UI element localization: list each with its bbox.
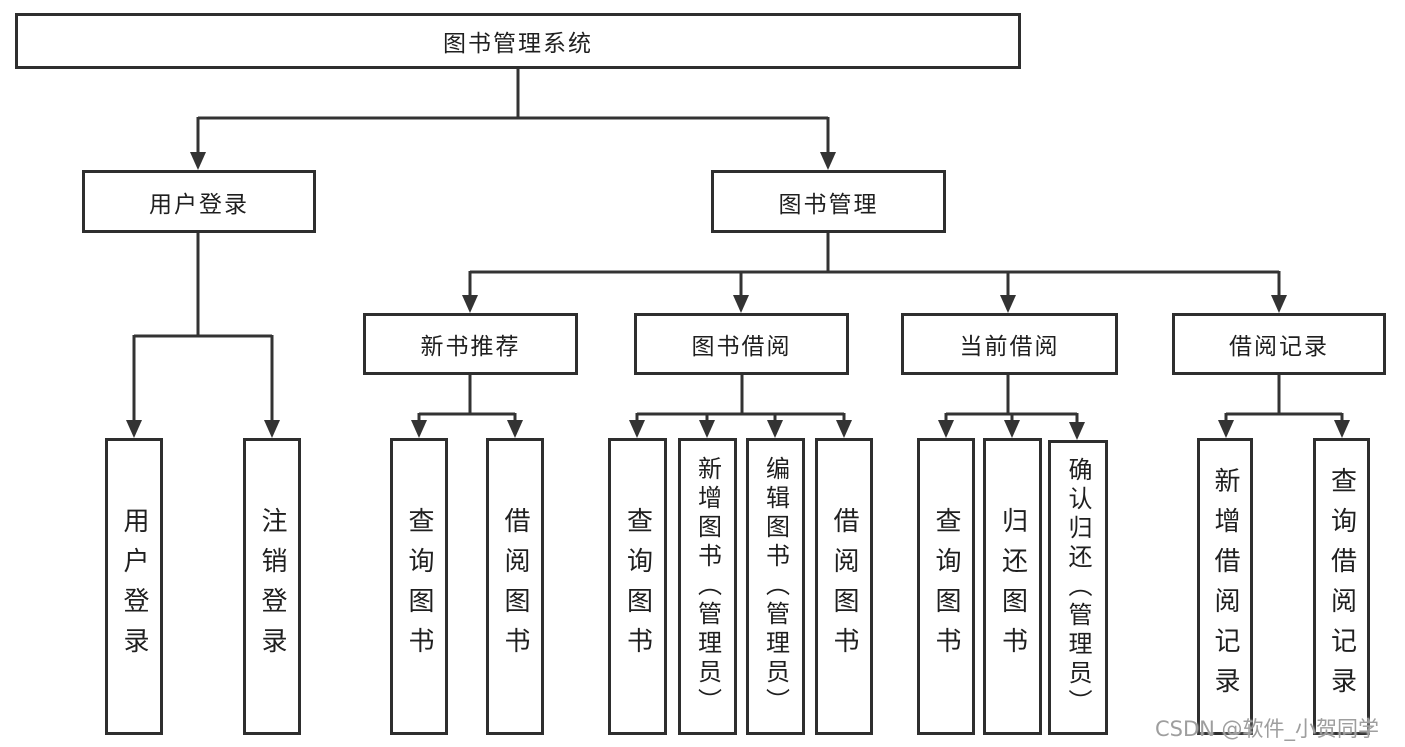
leaf-borrow-books-recommend: 借阅图书 xyxy=(486,438,544,735)
leaf-add-borrow-record: 新增借阅记录 xyxy=(1197,438,1253,735)
node-label: 查询图书 xyxy=(931,506,961,667)
leaf-query-books-current: 查询图书 xyxy=(917,438,975,735)
node-label: 新增借阅记录 xyxy=(1210,466,1240,707)
leaf-add-books-admin: 新增图书（管理员） xyxy=(678,438,737,735)
node-label: 图书管理系统 xyxy=(443,31,593,57)
node-label: 借阅图书 xyxy=(500,506,530,667)
node-label: 图书管理 xyxy=(778,191,879,218)
node-borrowing-records: 借阅记录 xyxy=(1172,313,1386,375)
leaf-edit-books-admin: 编辑图书（管理员） xyxy=(746,438,805,735)
leaf-borrow-books-borrowing: 借阅图书 xyxy=(815,438,873,735)
node-label: 新增图书（管理员） xyxy=(693,456,722,717)
leaf-logout: 注销登录 xyxy=(243,438,301,735)
csdn-watermark: CSDN @软件_小贺同学 xyxy=(1155,717,1380,741)
node-library-management-system: 图书管理系统 xyxy=(15,13,1021,69)
node-label: 新书推荐 xyxy=(420,334,521,360)
node-label: 确认归还（管理员） xyxy=(1064,457,1092,718)
arrowheads xyxy=(126,152,1350,440)
leaf-query-borrow-record: 查询借阅记录 xyxy=(1313,438,1370,735)
leaf-user-login: 用户登录 xyxy=(105,438,163,735)
leaf-query-books-borrowing: 查询图书 xyxy=(608,438,667,735)
node-label: 图书借阅 xyxy=(691,334,792,360)
node-book-management: 图书管理 xyxy=(711,170,946,233)
node-label: 查询图书 xyxy=(622,506,653,667)
node-label: 用户登录 xyxy=(119,506,149,667)
node-user-login-group: 用户登录 xyxy=(82,170,316,233)
node-label: 用户登录 xyxy=(149,191,249,218)
node-label: 编辑图书（管理员） xyxy=(761,456,790,717)
leaf-confirm-return-admin: 确认归还（管理员） xyxy=(1048,440,1108,735)
node-new-book-recommendation: 新书推荐 xyxy=(363,313,578,375)
leaf-query-books-recommend: 查询图书 xyxy=(390,438,448,735)
node-label: 归还图书 xyxy=(997,506,1028,667)
node-book-borrowing: 图书借阅 xyxy=(634,313,849,375)
node-label: 查询借阅记录 xyxy=(1326,466,1357,707)
node-label: 借阅记录 xyxy=(1229,334,1329,360)
node-label: 当前借阅 xyxy=(959,334,1060,360)
node-label: 查询图书 xyxy=(404,506,434,667)
node-current-borrowing: 当前借阅 xyxy=(901,313,1118,375)
node-label: 借阅图书 xyxy=(829,506,859,667)
leaf-return-books: 归还图书 xyxy=(983,438,1042,735)
node-label: 注销登录 xyxy=(257,506,287,667)
